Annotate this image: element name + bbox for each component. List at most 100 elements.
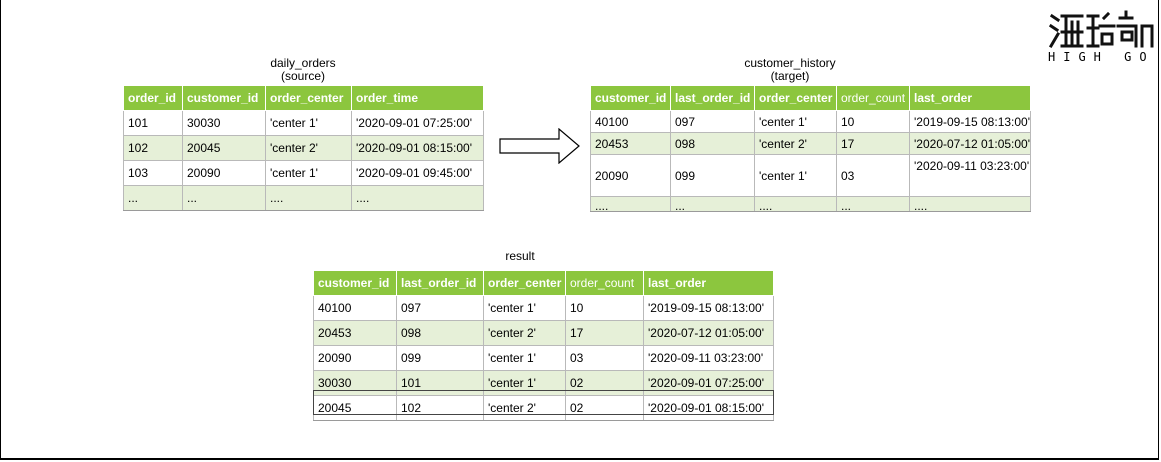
table-cell: ... <box>836 196 910 212</box>
table-cell: 'center 2' <box>265 135 352 161</box>
table-cell: 'center 1' <box>483 370 566 396</box>
table-cell: .... <box>754 196 837 212</box>
table-cell: '2020-07-12 01:05:00' <box>909 132 1031 155</box>
table-cell: 101 <box>123 110 183 136</box>
table-row: 40100 097 'center 1' 10 '2019-09-15 08:1… <box>313 295 774 321</box>
highgo-logo-mark <box>1048 10 1154 49</box>
table-row: 20090 099 'center 1' 03 '2020-09-11 03:2… <box>590 154 1031 197</box>
table-cell: .... <box>351 185 484 211</box>
column-header: order_id <box>123 85 183 111</box>
table-cell: 'center 2' <box>483 395 566 421</box>
table-row: 101 30030 'center 1' '2020-09-01 07:25:0… <box>123 110 484 136</box>
table-cell: 'center 1' <box>483 345 566 371</box>
table-header-row: customer_id last_order_id order_center o… <box>590 85 1031 111</box>
table-cell: 40100 <box>313 295 397 321</box>
table-cell: .... <box>909 196 1031 212</box>
table-cell: 101 <box>396 370 484 396</box>
table-cell: 20045 <box>182 135 266 161</box>
customer-history-table: customer_id last_order_id order_center o… <box>590 85 1031 212</box>
daily-orders-subtitle: (source) <box>280 69 325 83</box>
table-cell: '2020-09-01 09:45:00' <box>351 160 484 186</box>
table-cell: '2020-09-01 08:15:00' <box>643 395 774 421</box>
column-header: order_count <box>565 270 644 296</box>
table-cell: 20090 <box>182 160 266 186</box>
table-cell: '2020-07-12 01:05:00' <box>643 320 774 346</box>
customer-history-title: customer_history <box>744 56 836 70</box>
table-cell: 097 <box>670 110 755 133</box>
table-cell: ... <box>670 196 755 212</box>
table-cell: 098 <box>396 320 484 346</box>
table-cell: 20090 <box>590 154 671 197</box>
table-cell: 30030 <box>182 110 266 136</box>
daily-orders-table: order_id customer_id order_center order_… <box>123 85 484 211</box>
table-cell: 102 <box>123 135 183 161</box>
column-header: order_center <box>754 85 837 111</box>
column-header: last_order_id <box>396 270 484 296</box>
table-cell: 102 <box>396 395 484 421</box>
result-caption: result <box>505 249 535 263</box>
table-cell: '2019-09-15 08:13:00' <box>909 110 1031 133</box>
column-header: order_count <box>836 85 910 111</box>
table-row: 20090 099 'center 1' 03 '2020-09-11 03:2… <box>313 345 774 371</box>
table-cell: 30030 <box>313 370 397 396</box>
daily-orders-title: daily_orders <box>270 56 336 70</box>
table-row: 20453 098 'center 2' 17 '2020-07-12 01:0… <box>590 132 1031 155</box>
table-cell: 10 <box>565 295 644 321</box>
table-cell: 20453 <box>590 132 671 155</box>
customer-history-subtitle: (target) <box>770 69 810 83</box>
table-row: ... ... .... .... <box>123 185 484 211</box>
table-cell: 02 <box>565 370 644 396</box>
table-cell: '2020-09-01 07:25:00' <box>643 370 774 396</box>
result-table: customer_id last_order_id order_center o… <box>313 270 774 421</box>
column-header: customer_id <box>313 270 397 296</box>
table-cell: 20090 <box>313 345 397 371</box>
column-header: customer_id <box>182 85 266 111</box>
table-row: 30030 101 'center 1' 02 '2020-09-01 07:2… <box>313 370 774 396</box>
table-cell: 099 <box>396 345 484 371</box>
right-arrow-icon <box>499 128 580 164</box>
table-cell: ... <box>182 185 266 211</box>
table-cell: 17 <box>836 132 910 155</box>
table-cell: '2020-09-01 08:15:00' <box>351 135 484 161</box>
table-row: .... ... .... ... .... <box>590 196 1031 212</box>
logo-english: HIGH GO <box>1048 50 1155 64</box>
table-row: 102 20045 'center 2' '2020-09-01 08:15:0… <box>123 135 484 161</box>
highgo-logo: HIGH GO <box>1048 8 1156 68</box>
table-row: 103 20090 'center 1' '2020-09-01 09:45:0… <box>123 160 484 186</box>
table-header-row: order_id customer_id order_center order_… <box>123 85 484 111</box>
column-header: last_order <box>643 270 774 296</box>
table-cell: 103 <box>123 160 183 186</box>
table-cell: 03 <box>836 154 910 197</box>
column-header: last_order_id <box>670 85 755 111</box>
table-header-row: customer_id last_order_id order_center o… <box>313 270 774 296</box>
table-cell: 098 <box>670 132 755 155</box>
table-row: 40100 097 'center 1' 10 '2019-09-15 08:1… <box>590 110 1031 133</box>
table-cell: 'center 1' <box>483 295 566 321</box>
table-cell: 20045 <box>313 395 397 421</box>
table-cell: .... <box>265 185 352 211</box>
table-cell: 'center 1' <box>265 110 352 136</box>
table-cell: .... <box>590 196 671 212</box>
column-header: order_center <box>483 270 566 296</box>
table-cell: 40100 <box>590 110 671 133</box>
table-cell: '2020-09-01 07:25:00' <box>351 110 484 136</box>
table-cell: 20453 <box>313 320 397 346</box>
column-header: order_center <box>265 85 352 111</box>
table-row: 20045 102 'center 2' 02 '2020-09-01 08:1… <box>313 395 774 421</box>
table-cell: 097 <box>396 295 484 321</box>
table-cell: '2020-09-11 03:23:00' <box>643 345 774 371</box>
table-cell: ... <box>123 185 183 211</box>
table-row: 20453 098 'center 2' 17 '2020-07-12 01:0… <box>313 320 774 346</box>
table-cell: 'center 2' <box>483 320 566 346</box>
table-cell: 17 <box>565 320 644 346</box>
customer-history-caption: customer_history (target) <box>690 57 890 83</box>
table-cell: 02 <box>565 395 644 421</box>
column-header: order_time <box>351 85 484 111</box>
table-cell: 'center 1' <box>754 154 837 197</box>
table-cell: '2019-09-15 08:13:00' <box>643 295 774 321</box>
table-cell: 099 <box>670 154 755 197</box>
table-cell: 'center 1' <box>754 110 837 133</box>
table-cell: 'center 1' <box>265 160 352 186</box>
table-cell: 03 <box>565 345 644 371</box>
table-cell: 'center 2' <box>754 132 837 155</box>
